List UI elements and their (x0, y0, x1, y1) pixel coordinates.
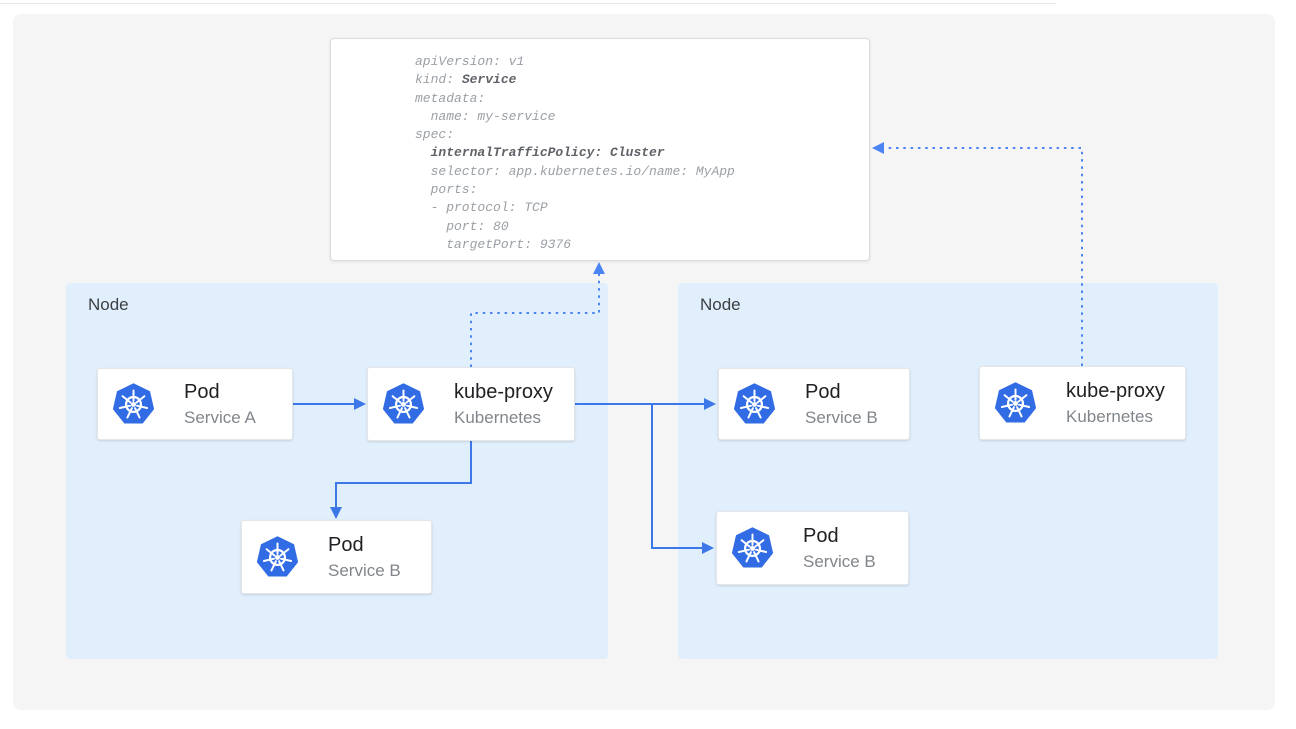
kube-proxy-box-text: kube-proxy Kubernetes (454, 379, 553, 429)
yaml-code-line: port: 80 (415, 218, 509, 234)
pod-box-text: Pod Service A (184, 379, 256, 429)
box-subtitle: Service B (328, 561, 401, 580)
kubernetes-icon (993, 381, 1038, 426)
box-title: Pod (184, 381, 220, 403)
top-divider-line (0, 3, 1056, 4)
box-title: Pod (805, 381, 841, 403)
yaml-code-line: - protocol: TCP (415, 200, 548, 216)
yaml-code: apiVersion: v1 kind: Service metadata: nam… (415, 53, 735, 254)
kube-proxy-box-right: kube-proxy Kubernetes (979, 366, 1186, 440)
kube-proxy-box-left: kube-proxy Kubernetes (367, 367, 575, 441)
pod-box-text: Pod Service B (805, 379, 878, 429)
yaml-code-line: selector: app.kubernetes.io/name: MyApp (415, 163, 735, 179)
kubernetes-icon (730, 526, 775, 571)
node-box-right: Node (678, 283, 1218, 659)
yaml-code-line: kind: Service (415, 72, 517, 88)
pod-box-service-a: Pod Service A (97, 368, 293, 440)
box-title: Pod (803, 525, 839, 547)
yaml-code-line: apiVersion: v1 (415, 54, 525, 69)
kubernetes-icon (732, 382, 777, 427)
box-subtitle: Service A (184, 408, 256, 427)
pod-box-service-b-local: Pod Service B (241, 520, 432, 594)
node-label: Node (88, 295, 129, 314)
box-title: kube-proxy (1066, 380, 1165, 402)
node-label: Node (700, 295, 741, 314)
kubernetes-icon (381, 382, 426, 427)
box-subtitle: Kubernetes (1066, 407, 1153, 426)
box-subtitle: Service B (803, 552, 876, 571)
node-box-left: Node (66, 283, 608, 659)
pod-box-service-b-remote-bottom: Pod Service B (716, 511, 909, 585)
pod-box-text: Pod Service B (328, 532, 401, 582)
box-title: kube-proxy (454, 381, 553, 403)
yaml-code-line: name: my-service (415, 108, 556, 124)
yaml-code-line: targetPort: 9376 (415, 236, 572, 252)
kube-proxy-box-text: kube-proxy Kubernetes (1066, 378, 1165, 428)
box-title: Pod (328, 534, 364, 556)
yaml-code-line: metadata: (415, 90, 486, 106)
service-yaml-panel: apiVersion: v1 kind: Service metadata: nam… (330, 38, 870, 261)
pod-box-text: Pod Service B (803, 523, 876, 573)
kubernetes-icon (111, 382, 156, 427)
kubernetes-icon (255, 535, 300, 580)
pod-box-service-b-remote-top: Pod Service B (718, 368, 910, 440)
box-subtitle: Kubernetes (454, 408, 541, 427)
yaml-code-line: internalTrafficPolicy: Cluster (430, 145, 665, 161)
box-subtitle: Service B (805, 408, 878, 427)
yaml-code-line: spec: (415, 127, 455, 143)
yaml-code-line: ports: (415, 182, 478, 198)
